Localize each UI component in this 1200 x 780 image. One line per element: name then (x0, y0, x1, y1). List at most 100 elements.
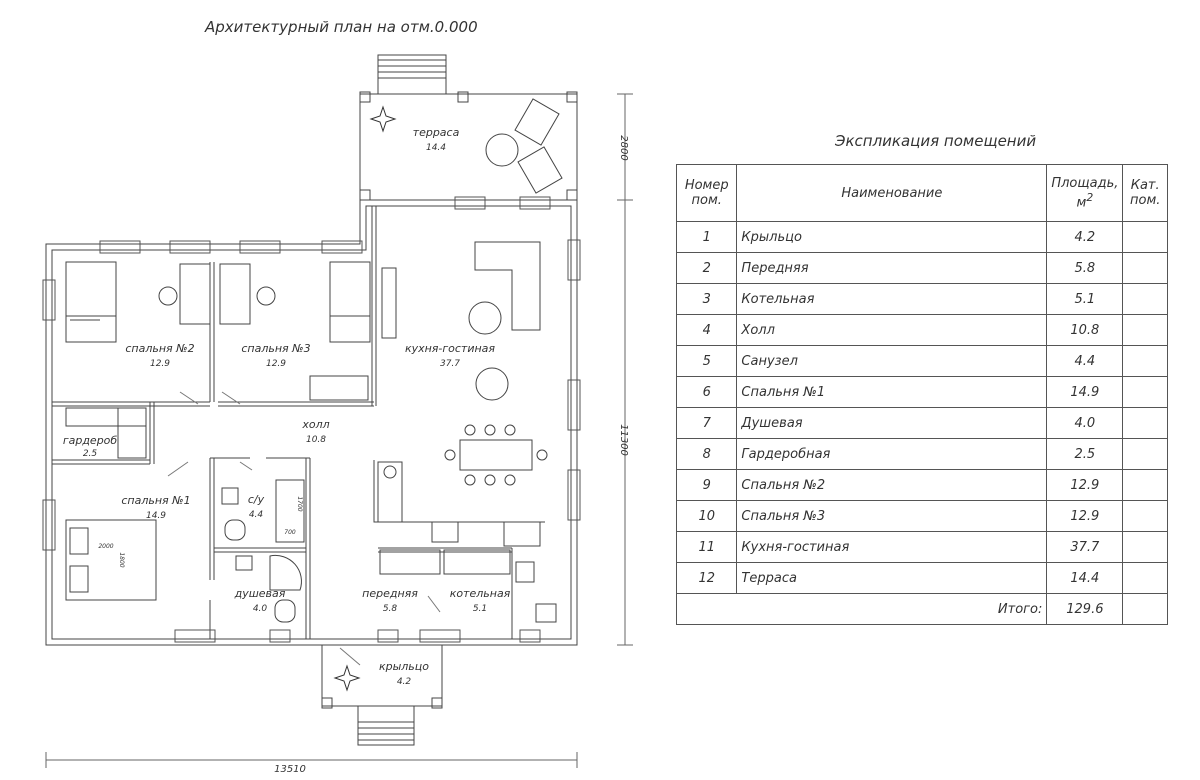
row-area: 12.9 (1046, 500, 1124, 532)
row-area: 12.9 (1046, 469, 1124, 501)
room-hall-area: 10.8 (306, 435, 326, 445)
total-blank (675, 593, 737, 625)
plant-icon (369, 105, 397, 133)
wall-shower-top (214, 547, 306, 553)
row-name: Кухня-гостиная (736, 531, 1048, 563)
row-area: 5.1 (1046, 283, 1124, 315)
room-shower-area: 4.0 (253, 604, 268, 614)
wall-bed1-right (209, 458, 215, 639)
total-row: Итого:129.6 (675, 593, 1168, 625)
tv-unit (381, 267, 397, 339)
row-category (1122, 314, 1168, 346)
terrace-post (359, 91, 371, 103)
sofa (474, 241, 541, 331)
row-area: 14.4 (1046, 562, 1124, 594)
table-header-row: Номер пом. Наименование Площадь, м2 Кат.… (675, 164, 1168, 222)
row-category (1122, 407, 1168, 439)
wardrobe-closet (117, 407, 147, 459)
row-area: 10.8 (1046, 314, 1124, 346)
row-number: 4 (675, 314, 738, 346)
row-category (1122, 438, 1168, 470)
room-bedroom2-area: 12.9 (150, 359, 170, 369)
terrace-post (566, 189, 578, 201)
lounger (517, 146, 563, 194)
explication-title: Экспликация помещений (835, 132, 1037, 150)
toilet-shower (274, 599, 296, 623)
wall-kitchen-left (371, 206, 377, 406)
plan-title: Архитектурный план на отм.0.000 (205, 18, 478, 36)
row-number: 2 (675, 252, 738, 284)
bed-bedroom1 (65, 519, 157, 601)
row-area: 4.4 (1046, 345, 1124, 377)
dim-width-total: 13510 (274, 764, 306, 775)
header-number: Номер пом. (675, 164, 738, 222)
wardrobe-hall (65, 407, 147, 427)
row-number: 9 (675, 469, 738, 501)
header-category: Кат. пом. (1122, 164, 1168, 222)
room-boiler-area: 5.1 (473, 604, 487, 614)
shower-basin (235, 555, 253, 571)
row-name: Крыльцо (736, 221, 1048, 253)
floor-plan: терраса 14.4 спальня №2 12.9 спальня №3 … (42, 54, 633, 775)
terrace-post (359, 189, 371, 201)
row-number: 3 (675, 283, 738, 315)
row-name: Терраса (736, 562, 1048, 594)
row-name: Передняя (736, 252, 1048, 284)
explication-table: Номер пом. Наименование Площадь, м2 Кат.… (675, 164, 1168, 625)
terrace-table (485, 133, 519, 167)
terrace-post (457, 91, 469, 103)
row-category (1122, 376, 1168, 408)
header-name: Наименование (736, 164, 1048, 222)
door-swings (167, 391, 441, 666)
row-category (1122, 252, 1168, 284)
dining-table (459, 439, 533, 471)
room-wardrobe-area: 2.5 (83, 449, 98, 459)
toilet-wc (224, 519, 246, 541)
total-label: Итого: (736, 593, 1048, 625)
row-number: 8 (675, 438, 738, 470)
row-name: Холл (736, 314, 1048, 346)
row-number: 10 (675, 500, 738, 532)
shower-tray (269, 554, 302, 591)
wall-wardrobe (149, 402, 155, 464)
room-bedroom1-area: 14.9 (146, 511, 166, 521)
wall-bed1-top (52, 459, 150, 465)
counter-left (377, 461, 403, 523)
row-name: Спальня №1 (736, 376, 1048, 408)
stove (503, 521, 541, 547)
wall-entry-boiler (378, 547, 512, 553)
room-bedroom3-name: спальня №3 (241, 342, 310, 355)
room-bedroom1-name: спальня №1 (121, 494, 190, 507)
room-porch-area: 4.2 (397, 677, 412, 687)
room-shower-name: душевая (234, 587, 286, 600)
room-porch-name: крыльцо (379, 660, 429, 673)
desk-bedroom3 (219, 263, 251, 325)
total-category (1122, 593, 1168, 625)
terrace-steps (377, 54, 447, 94)
windows (42, 196, 581, 643)
dimension-lines (45, 93, 633, 768)
boiler-shelf (443, 549, 511, 575)
room-wardrobe-name: гардероб (63, 434, 118, 447)
porch-steps (357, 706, 415, 746)
dim-bath-length: 1700 (296, 496, 303, 511)
row-name: Гардеробная (736, 438, 1048, 470)
row-area: 4.0 (1046, 407, 1124, 439)
row-name: Спальня №2 (736, 469, 1048, 501)
room-bedroom3-area: 12.9 (266, 359, 286, 369)
boiler-box (535, 603, 557, 623)
room-terrace-name: терраса (413, 126, 460, 139)
row-name: Котельная (736, 283, 1048, 315)
row-category (1122, 531, 1168, 563)
row-name: Душевая (736, 407, 1048, 439)
plant-icon (333, 664, 361, 692)
room-bedroom2-name: спальня №2 (125, 342, 194, 355)
dim-bed1-width: 1800 (118, 552, 125, 567)
